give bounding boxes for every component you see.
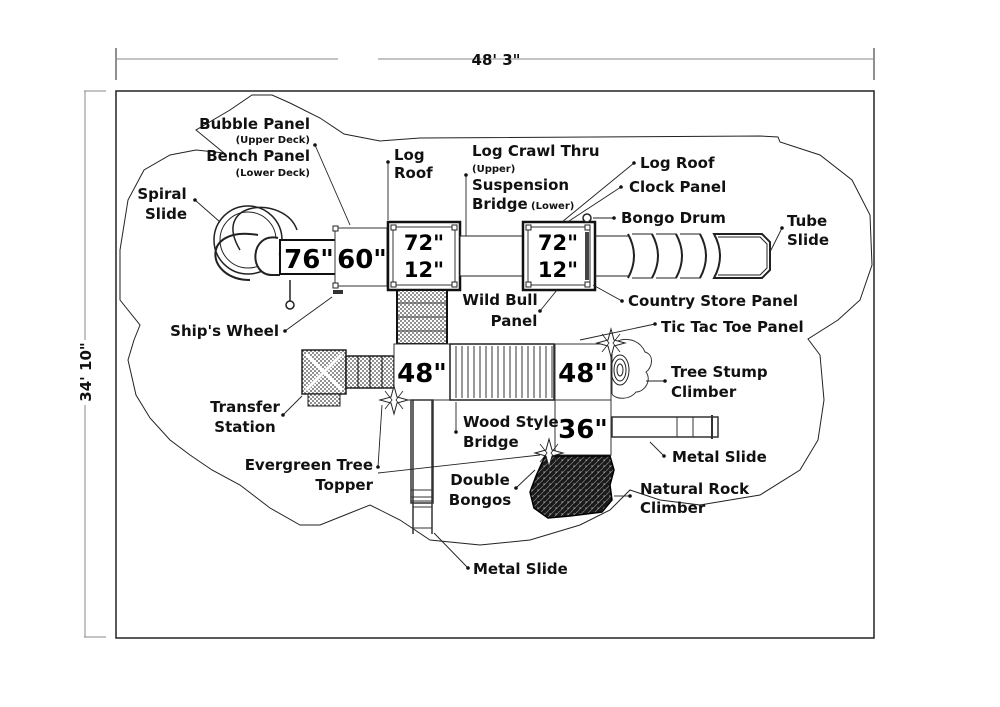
label-clock-panel: Clock Panel xyxy=(629,178,726,196)
label-bridge: Bridge xyxy=(472,195,528,213)
label-tic-tac-toe-panel: Tic Tac Toe Panel xyxy=(661,318,804,336)
deck-72-right-bottom: 12" xyxy=(538,258,578,282)
tube-slide xyxy=(595,233,771,279)
label-ships-wheel: Ship's Wheel xyxy=(170,322,279,340)
label-bongo-drum: Bongo Drum xyxy=(621,209,726,227)
label-log-roof-right: Log Roof xyxy=(640,154,715,172)
deck-72-left-top: 72" xyxy=(404,231,444,255)
label-log-roof-left-1: Log xyxy=(394,146,425,164)
label-natural-rock-2: Climber xyxy=(640,499,706,517)
metal-slide-right xyxy=(611,415,719,439)
label-tube-slide-2: Slide xyxy=(787,231,829,249)
label-double-bongos-2: Bongos xyxy=(449,491,511,509)
deck-48-right xyxy=(554,343,612,401)
deck-60-label: 60" xyxy=(337,245,387,275)
label-suspension: Suspension xyxy=(472,176,569,194)
label-log-crawl-thru: Log Crawl Thru xyxy=(472,142,600,160)
deck-36 xyxy=(554,399,612,456)
deck-72-right xyxy=(521,220,597,292)
stair-climber xyxy=(396,289,448,345)
bongo-drum xyxy=(582,213,592,223)
leader-lines xyxy=(194,144,783,569)
label-tube-slide-1: Tube xyxy=(787,212,827,230)
label-transfer-station-1: Transfer xyxy=(210,398,280,416)
deck-36-label: 36" xyxy=(558,415,608,445)
label-spiral-slide-1: Spiral xyxy=(137,185,186,203)
safety-zone-outline xyxy=(119,94,873,546)
height-dimension-label: 34' 10" xyxy=(77,342,95,401)
label-country-store-panel: Country Store Panel xyxy=(628,292,798,310)
label-wild-bull-2: Panel xyxy=(491,312,538,330)
label-spiral-slide-2: Slide xyxy=(145,205,187,223)
width-dimension-label: 48' 3" xyxy=(472,51,521,69)
deck-48-left-label: 48" xyxy=(397,359,447,389)
wood-style-bridge xyxy=(449,343,555,401)
label-wild-bull-1: Wild Bull xyxy=(462,291,537,309)
natural-rock-climber xyxy=(529,455,615,519)
suspension-bridge xyxy=(459,235,525,277)
deck-72-left xyxy=(386,220,462,292)
label-evergreen-2: Topper xyxy=(315,476,373,494)
deck-48-right-label: 48" xyxy=(558,359,608,389)
label-tree-stump-2: Climber xyxy=(671,383,737,401)
deck-76 xyxy=(279,239,337,275)
label-tree-stump-1: Tree Stump xyxy=(671,363,768,381)
deck-76-label: 76" xyxy=(284,245,334,275)
tree-stump-climber xyxy=(610,338,652,399)
label-bench-panel: Bench Panel xyxy=(206,147,310,165)
label-metal-slide-right: Metal Slide xyxy=(672,448,767,466)
deck-72-right-top: 72" xyxy=(538,231,578,255)
label-wood-style-bridge-2: Bridge xyxy=(463,433,519,451)
label-transfer-station-2: Station xyxy=(214,418,275,436)
leader-dots xyxy=(193,143,784,570)
label-double-bongos-1: Double xyxy=(450,471,510,489)
transfer-station xyxy=(301,349,395,407)
label-log-roof-left-2: Roof xyxy=(394,164,433,182)
label-upper-deck: (Upper Deck) xyxy=(236,135,310,146)
spiral-slide xyxy=(213,205,298,310)
height-dimension: 34' 10" xyxy=(77,90,106,638)
label-evergreen-1: Evergreen Tree xyxy=(245,456,373,474)
label-metal-slide-bottom: Metal Slide xyxy=(473,560,568,578)
label-upper: (Upper) xyxy=(472,164,515,175)
label-bubble-panel: Bubble Panel xyxy=(199,115,310,133)
label-lower: (Lower) xyxy=(531,201,574,212)
deck-72-left-bottom: 12" xyxy=(404,258,444,282)
label-lower-deck: (Lower Deck) xyxy=(236,168,310,179)
label-natural-rock-1: Natural Rock xyxy=(640,480,750,498)
label-wood-style-bridge-1: Wood Style xyxy=(463,413,559,431)
deck-48-left xyxy=(393,343,451,401)
width-dimension: 48' 3" xyxy=(115,48,875,80)
